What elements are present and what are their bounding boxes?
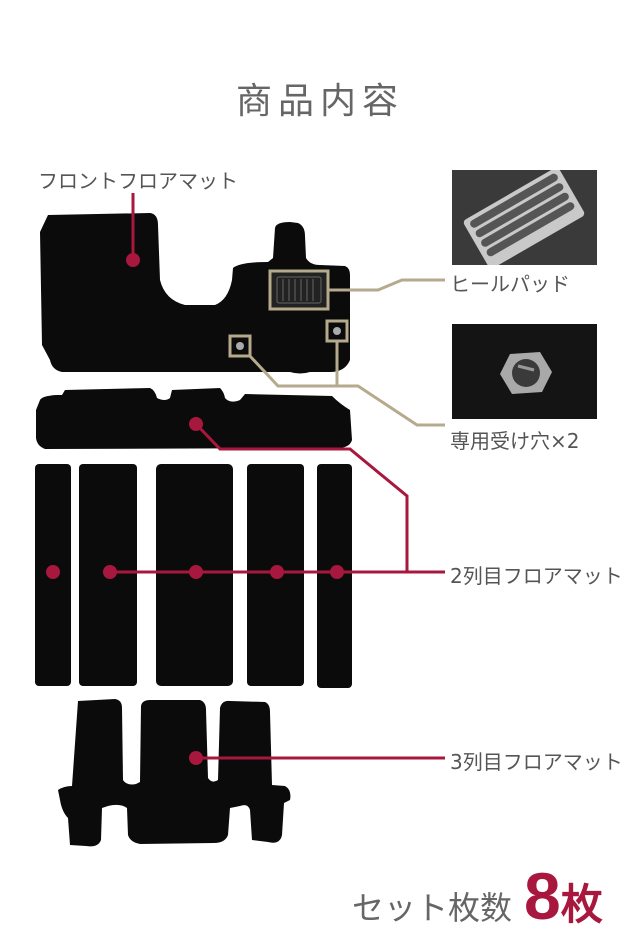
heel-pad-photo <box>452 170 597 265</box>
set-count-label: セット枚数 <box>352 889 513 927</box>
front-mat-label: フロントフロアマット <box>38 169 238 193</box>
third-row-dot <box>189 751 203 765</box>
heel-pad-callout-line <box>328 278 445 292</box>
holes-callout-line-2 <box>337 384 445 427</box>
heel-pad-label: ヒールパッド <box>450 272 570 296</box>
second-row-dot-2 <box>103 565 117 579</box>
holes-label: 専用受け穴×2 <box>450 429 580 453</box>
front-floor-mat <box>40 213 350 374</box>
hole-photo <box>452 324 597 419</box>
page-title: 商品内容 <box>235 81 404 122</box>
set-count-summary: セット枚数 8 枚 <box>352 858 603 934</box>
set-count-unit: 枚 <box>560 880 603 929</box>
third-row-mat <box>58 699 291 847</box>
second-row-dot-back <box>189 417 203 431</box>
third-row-label: 3列目フロアマット <box>450 750 623 774</box>
second-row-dot-5 <box>330 565 344 579</box>
holes-callout-line <box>247 341 339 388</box>
front-mat-dot <box>126 253 140 267</box>
set-count-number: 8 <box>524 859 561 933</box>
heel-pad-ribs <box>276 276 322 304</box>
second-row-dot-1 <box>46 565 60 579</box>
second-row-label: 2列目フロアマット <box>450 564 623 588</box>
second-row-dot-4 <box>270 565 284 579</box>
second-row-dot-3 <box>189 565 203 579</box>
second-row-callout-line <box>194 422 409 572</box>
